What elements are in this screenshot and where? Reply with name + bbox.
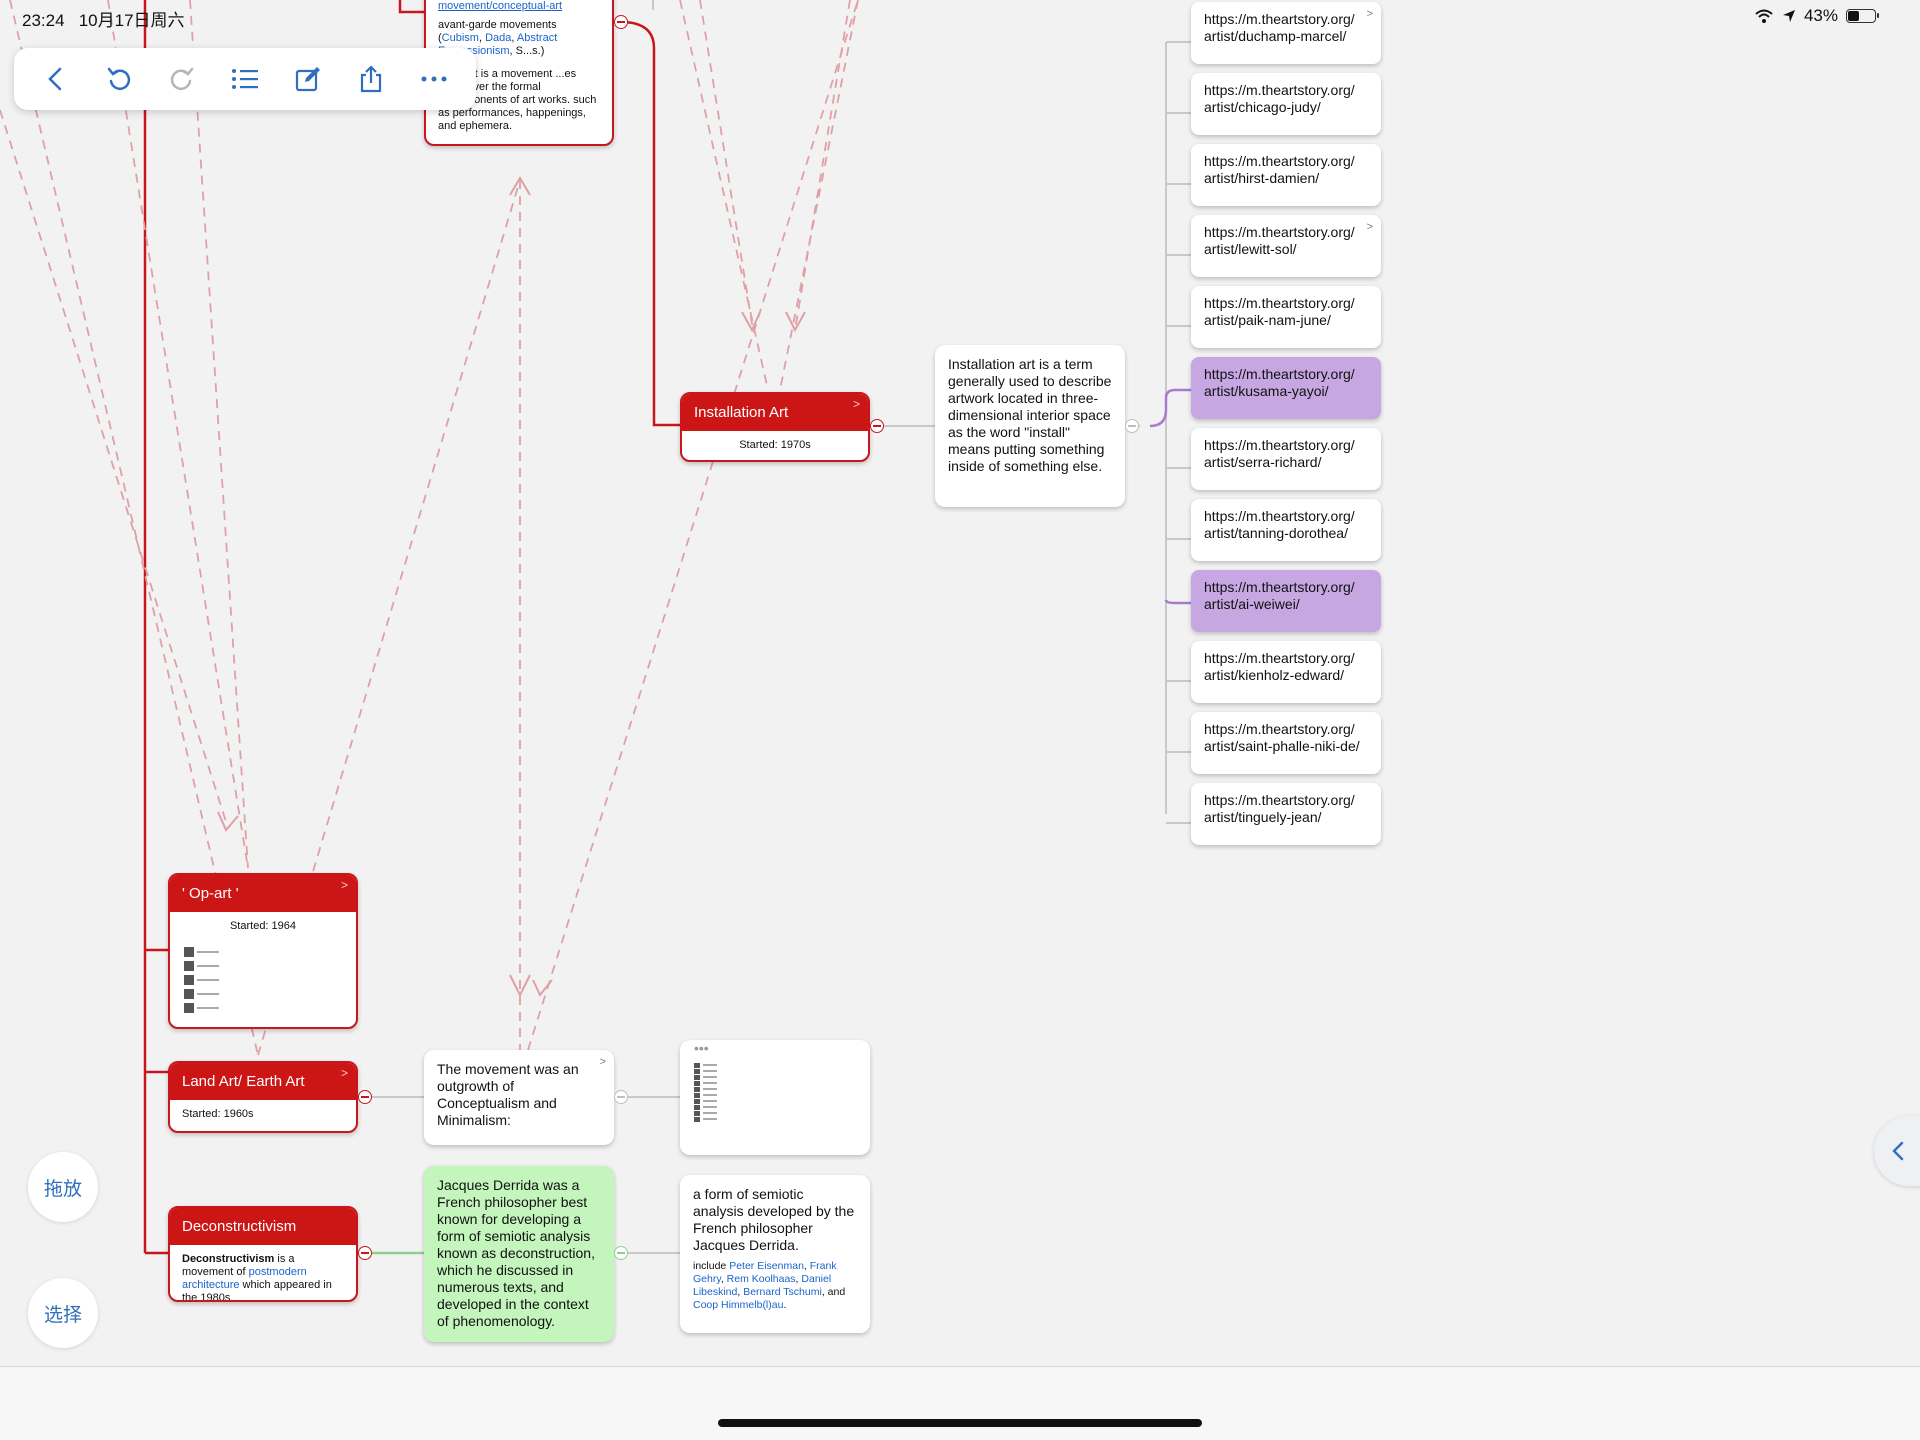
frank-gehry-link[interactable]: Frank Gehry	[693, 1260, 837, 1285]
toolbar	[14, 48, 476, 110]
chevron-right-icon: >	[340, 1066, 348, 1080]
collapse-knob[interactable]	[1125, 419, 1139, 433]
edit-icon	[296, 67, 321, 92]
op-art-thumbnail-list	[184, 945, 356, 1015]
semiotic-architects: include Peter Eisenman, Frank Gehry, Rem…	[693, 1260, 846, 1311]
artist-url-node[interactable]: https://m.theartstory.org/ artist/lewitt…	[1191, 215, 1381, 277]
chevron-left-icon	[1892, 1141, 1904, 1161]
daniel-libeskind-link[interactable]: Daniel Libeskind	[693, 1273, 832, 1298]
chevron-right-icon: >	[599, 1056, 606, 1068]
share-icon	[361, 65, 382, 93]
installation-art-title: Installation Art	[694, 404, 789, 421]
artist-url-node[interactable]: https://m.theartstory.org/ artist/chicag…	[1191, 73, 1381, 135]
artist-url-node[interactable]: https://m.theartstory.org/ artist/serra-…	[1191, 428, 1381, 490]
deconstructivism-description: Deconstructivism is a movement of postmo…	[182, 1253, 332, 1302]
battery-percent: 43%	[1803, 6, 1838, 25]
artist-url-node[interactable]: https://m.theartstory.org/ artist/tannin…	[1191, 499, 1381, 561]
drag-button[interactable]: 拖放	[28, 1152, 98, 1222]
artist-url-node-highlighted[interactable]: https://m.theartstory.org/ artist/kusama…	[1191, 357, 1381, 419]
status-bar-time: 23:24 10月17日周六	[22, 11, 185, 30]
battery-icon	[1846, 9, 1879, 23]
conceptual-art-link[interactable]: movement/conceptual-art	[438, 0, 563, 12]
edit-button[interactable]	[288, 59, 328, 99]
more-icon	[421, 76, 447, 82]
postmodern-architecture-link[interactable]: postmodern architecture	[182, 1266, 307, 1291]
home-indicator[interactable]	[718, 1419, 1202, 1427]
op-art-node[interactable]: ' Op-art ' > Started: 1964	[168, 873, 358, 1029]
status-bar-right: 43%	[1754, 6, 1879, 26]
artist-url-node[interactable]: https://m.theartstory.org/ artist/kienho…	[1191, 641, 1381, 703]
semiotic-analysis-node[interactable]: a form of semiotic analysis developed by…	[680, 1175, 870, 1333]
land-art-title: Land Art/ Earth Art	[182, 1073, 305, 1090]
deconstructivism-node[interactable]: Deconstructivism Deconstructivism is a m…	[168, 1206, 358, 1302]
rem-koolhaas-link[interactable]: Rem Koolhaas	[726, 1273, 796, 1285]
redo-button[interactable]	[162, 59, 202, 99]
more-button[interactable]	[414, 59, 454, 99]
location-arrow-icon	[1782, 10, 1795, 22]
bottom-bar	[0, 1366, 1920, 1440]
undo-button[interactable]	[99, 59, 139, 99]
installation-art-description: Installation art is a term generally use…	[948, 356, 1112, 474]
chevron-left-icon	[47, 67, 61, 91]
wifi-icon	[1755, 9, 1773, 23]
installation-art-description-node[interactable]: Installation art is a term generally use…	[935, 345, 1125, 507]
artist-url-node[interactable]: https://m.theartstory.org/ artist/ducham…	[1191, 2, 1381, 64]
collapse-knob[interactable]	[614, 15, 628, 29]
undo-icon	[107, 67, 130, 90]
mindmap-canvas[interactable]: movement/conceptual-art avant-garde move…	[0, 0, 1920, 1366]
collapse-knob[interactable]	[614, 1090, 628, 1104]
installation-art-started: Started: 1970s	[739, 439, 811, 451]
artist-url-node[interactable]: https://m.theartstory.org/ artist/tingue…	[1191, 783, 1381, 845]
chevron-right-icon: >	[1366, 8, 1373, 20]
select-button[interactable]: 选择	[28, 1278, 98, 1348]
derrida-description: Jacques Derrida was a French philosopher…	[437, 1177, 595, 1329]
land-art-description: The movement was an outgrowth of Concept…	[437, 1061, 579, 1128]
share-button[interactable]	[351, 59, 391, 99]
dada-link[interactable]: Dada	[485, 32, 512, 44]
op-art-title: ' Op-art '	[182, 885, 239, 902]
collapse-knob[interactable]	[870, 419, 884, 433]
artist-url-node-highlighted[interactable]: https://m.theartstory.org/ artist/ai-wei…	[1191, 570, 1381, 632]
outline-button[interactable]	[225, 59, 265, 99]
relation-lines	[0, 0, 859, 1056]
coop-himmelblau-link[interactable]: Coop Himmelb(l)au	[693, 1299, 784, 1311]
bernard-tschumi-link[interactable]: Bernard Tschumi	[743, 1286, 822, 1298]
peter-eisenman-link[interactable]: Peter Eisenman	[729, 1260, 804, 1272]
back-button[interactable]	[36, 59, 76, 99]
land-art-started: Started: 1960s	[182, 1108, 254, 1120]
image-list-thumbnails	[694, 1062, 870, 1122]
op-art-started: Started: 1964	[229, 920, 297, 932]
collapse-knob[interactable]	[614, 1246, 628, 1260]
installation-art-node[interactable]: Installation Art > Started: 1970s	[680, 392, 870, 462]
chevron-right-icon: >	[1366, 221, 1373, 233]
connection-lines	[0, 0, 1191, 1255]
collapse-knob[interactable]	[358, 1246, 372, 1260]
cubism-link[interactable]: Cubism	[441, 32, 479, 44]
chevron-right-icon: >	[852, 397, 860, 411]
derrida-node[interactable]: Jacques Derrida was a French philosopher…	[424, 1166, 614, 1342]
artist-url-node[interactable]: https://m.theartstory.org/ artist/hirst-…	[1191, 144, 1381, 206]
more-icon: •••	[694, 1040, 709, 1056]
semiotic-analysis-text: a form of semiotic analysis developed by…	[693, 1186, 855, 1253]
chevron-right-icon: >	[340, 878, 348, 892]
artist-url-node[interactable]: https://m.theartstory.org/ artist/saint-…	[1191, 712, 1381, 774]
conceptual-art-node[interactable]: movement/conceptual-art avant-garde move…	[424, 0, 614, 146]
list-icon	[231, 69, 258, 89]
land-art-node[interactable]: Land Art/ Earth Art > Started: 1960s	[168, 1061, 358, 1133]
redo-icon	[170, 67, 194, 90]
deconstructivism-title: Deconstructivism	[182, 1218, 297, 1235]
image-list-node[interactable]: •••	[680, 1040, 870, 1155]
land-art-description-node[interactable]: The movement was an outgrowth of Concept…	[424, 1050, 614, 1145]
collapse-knob[interactable]	[358, 1090, 372, 1104]
artist-url-node[interactable]: https://m.theartstory.org/ artist/paik-n…	[1191, 286, 1381, 348]
